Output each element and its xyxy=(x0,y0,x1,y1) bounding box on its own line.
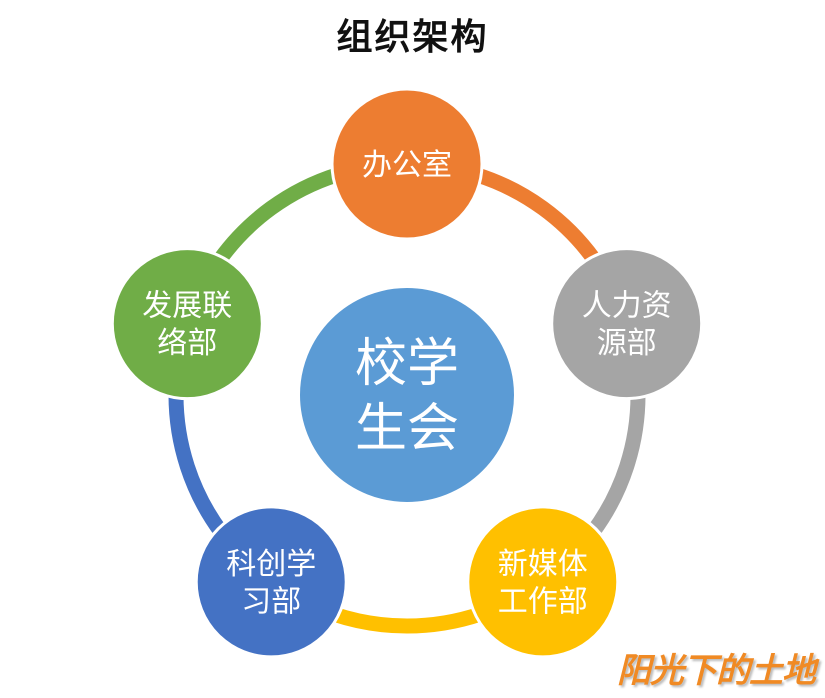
department-node-label: 人力资 xyxy=(582,289,672,324)
department-node-label: 工作部 xyxy=(498,584,588,619)
department-node-label: 办公室 xyxy=(362,148,452,183)
diagram-title: 组织架构 xyxy=(336,16,489,58)
department-node-label: 络部 xyxy=(157,326,217,361)
department-node-label: 源部 xyxy=(597,326,657,361)
department-node xyxy=(330,87,484,241)
department-node-label: 发展联 xyxy=(142,289,232,324)
department-node-label: 科创学 xyxy=(226,547,316,582)
center-node-label: 校学 xyxy=(355,334,459,394)
department-node xyxy=(466,505,620,659)
department-node-label: 习部 xyxy=(241,584,301,619)
department-node xyxy=(194,505,348,659)
department-node-label: 新媒体 xyxy=(498,547,588,582)
department-node xyxy=(110,247,264,401)
department-node xyxy=(550,247,704,401)
center-node-student-union xyxy=(298,286,516,504)
watermark-logo: 阳光下的土地 xyxy=(617,651,816,691)
center-node-label: 生会 xyxy=(355,399,459,459)
